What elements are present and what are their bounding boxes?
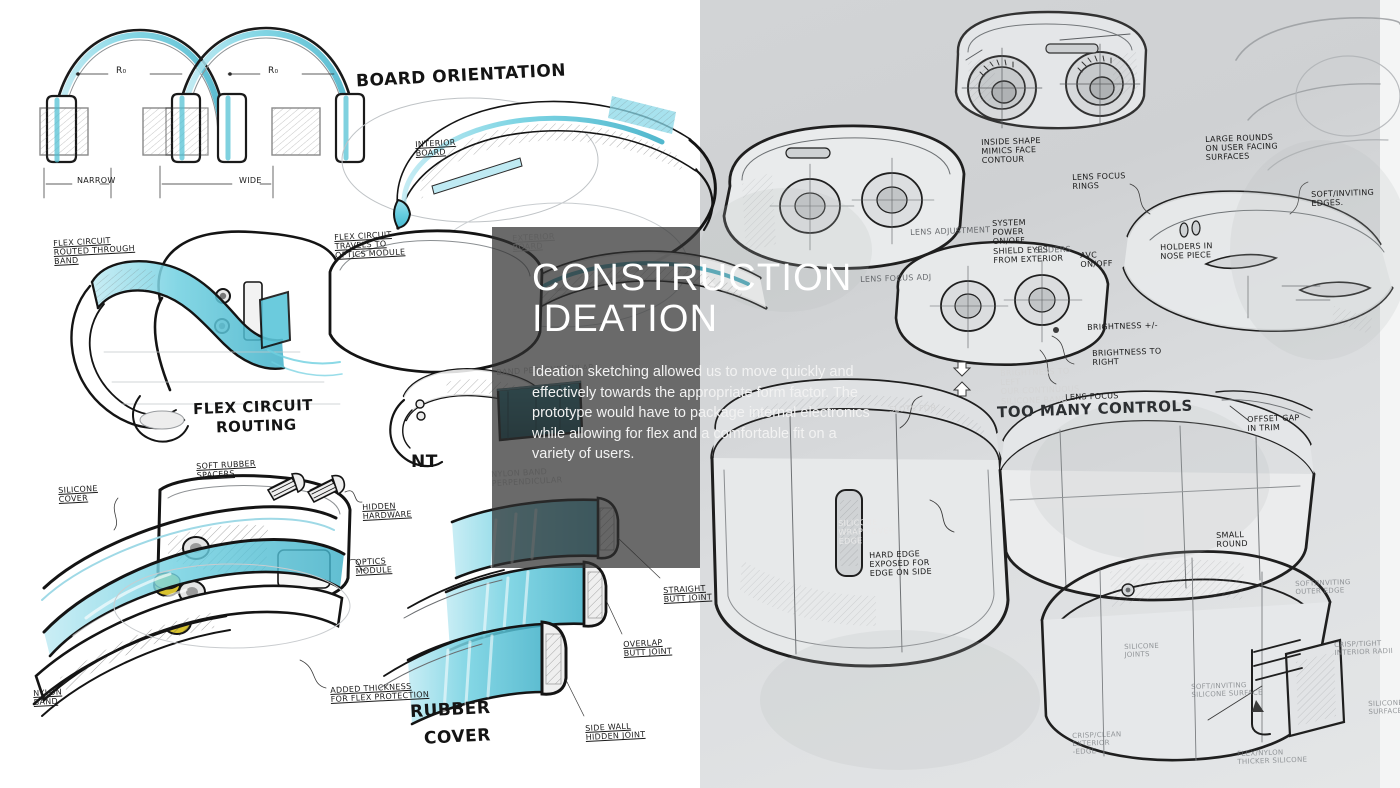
annot-avc-on-off: AVC ON/OFF <box>1080 250 1113 270</box>
annot-wide: WIDE <box>239 176 262 185</box>
annot-flex-travels-optics: FLEX CIRCUIT TRAVELS TO OPTICS MODULE <box>334 229 406 261</box>
annot-soft-inviting-outer-edge: SOFT/INVITING OUTER EDGE <box>1295 578 1351 597</box>
annot-small-round: SMALL ROUND <box>1216 530 1248 550</box>
annot-optics-module: OPTICS MODULE <box>355 556 393 577</box>
annot-soft-inviting-edges: SOFT/INVITING EDGES. <box>1311 187 1375 209</box>
annot-side-wall-hidden-joint: SIDE WALL HIDDEN JOINT <box>585 721 646 743</box>
annot-lens-focus: LENS FOCUS <box>1065 391 1119 402</box>
right-panel-edge <box>1380 0 1400 788</box>
annot-lens-focus-rings: LENS FOCUS RINGS <box>1072 171 1126 192</box>
headline-rubber: RUBBER <box>409 697 491 723</box>
headline-nt: NT <box>411 452 438 472</box>
annot-radius-wide: R₀ <box>268 66 279 76</box>
overlay-description: Ideation sketching allowed us to move qu… <box>532 364 870 463</box>
annot-silicone-surface: SILICONE SURFACE <box>1368 698 1400 717</box>
annot-system-power-shield-eyes: SYSTEM POWER ON/OFF SHIELD EYES FROM EXT… <box>992 217 1064 265</box>
annot-flex-nylon-thicker-silicone: FLEX/NYLON THICKER SILICONE <box>1237 748 1308 767</box>
annot-silicone-joints: SILICONE JOINTS <box>1124 641 1160 660</box>
page-title: CONSTRUCTION IDEATION <box>532 257 853 341</box>
annot-overlap-butt-joint: OVERLAP BUTT JOINT <box>623 637 673 659</box>
annot-hidden-hardware: HIDDEN HARDWARE <box>362 501 413 522</box>
overlay-content: CONSTRUCTION IDEATION Ideation sketching… <box>532 257 882 465</box>
annot-brightness-to-right: BRIGHTNESS TO RIGHT <box>1092 346 1162 368</box>
annot-slots-for: SLOTS FOR <box>889 403 937 414</box>
annot-flex-routed-band: FLEX CIRCUIT ROUTED THROUGH BAND <box>53 235 136 267</box>
annot-soft-rubber-spacers: SOFT RUBBER SPACERS <box>196 458 256 481</box>
annot-large-rounds: LARGE ROUNDS ON USER FACING SURFACES <box>1205 132 1279 163</box>
annot-holders-nose-piece: HOLDERS IN NOSE PIECE <box>1160 241 1213 262</box>
annot-offset-gap-in-trim: OFFSET GAP IN TRIM <box>1247 413 1300 434</box>
annot-silicone-cover: SILICONE COVER <box>58 483 98 505</box>
annot-sliders: SLIDERS <box>1035 244 1072 255</box>
headline-routing: ROUTING <box>215 415 297 437</box>
annot-straight-butt-joint: STRAIGHT BUTT JOINT <box>663 583 713 605</box>
headline-cover: COVER <box>423 725 492 749</box>
text-overlay-panel <box>492 227 700 568</box>
annot-hard-edge-exposed: HARD EDGE EXPOSED FOR EDGE ON SIDE <box>869 549 933 579</box>
annot-radius-narrow: R₀ <box>116 66 127 76</box>
annot-inside-shape-mimics-face: INSIDE SHAPE MIMICS FACE CONTOUR <box>981 135 1041 166</box>
annot-interior-board: INTERIOR BOARD <box>415 137 456 159</box>
annot-crisp-tight-interior-radii: CRISP/TIGHT INTERIOR RADII <box>1334 639 1394 658</box>
annot-silicone-wraps-over-edge: SILICONE WRAPS OVER EDGE <box>838 517 895 547</box>
annot-crisp-clean-exterior-edge: CRISP/CLEAN EXTERIOR -EDGE <box>1072 730 1122 757</box>
annot-narrow: NARROW <box>77 176 116 185</box>
annot-nylon-band: NYLON BAND <box>33 687 63 708</box>
annot-soft-inviting-silicone-surface: SOFT/INVITING SILICONE SURFACE <box>1191 681 1263 700</box>
